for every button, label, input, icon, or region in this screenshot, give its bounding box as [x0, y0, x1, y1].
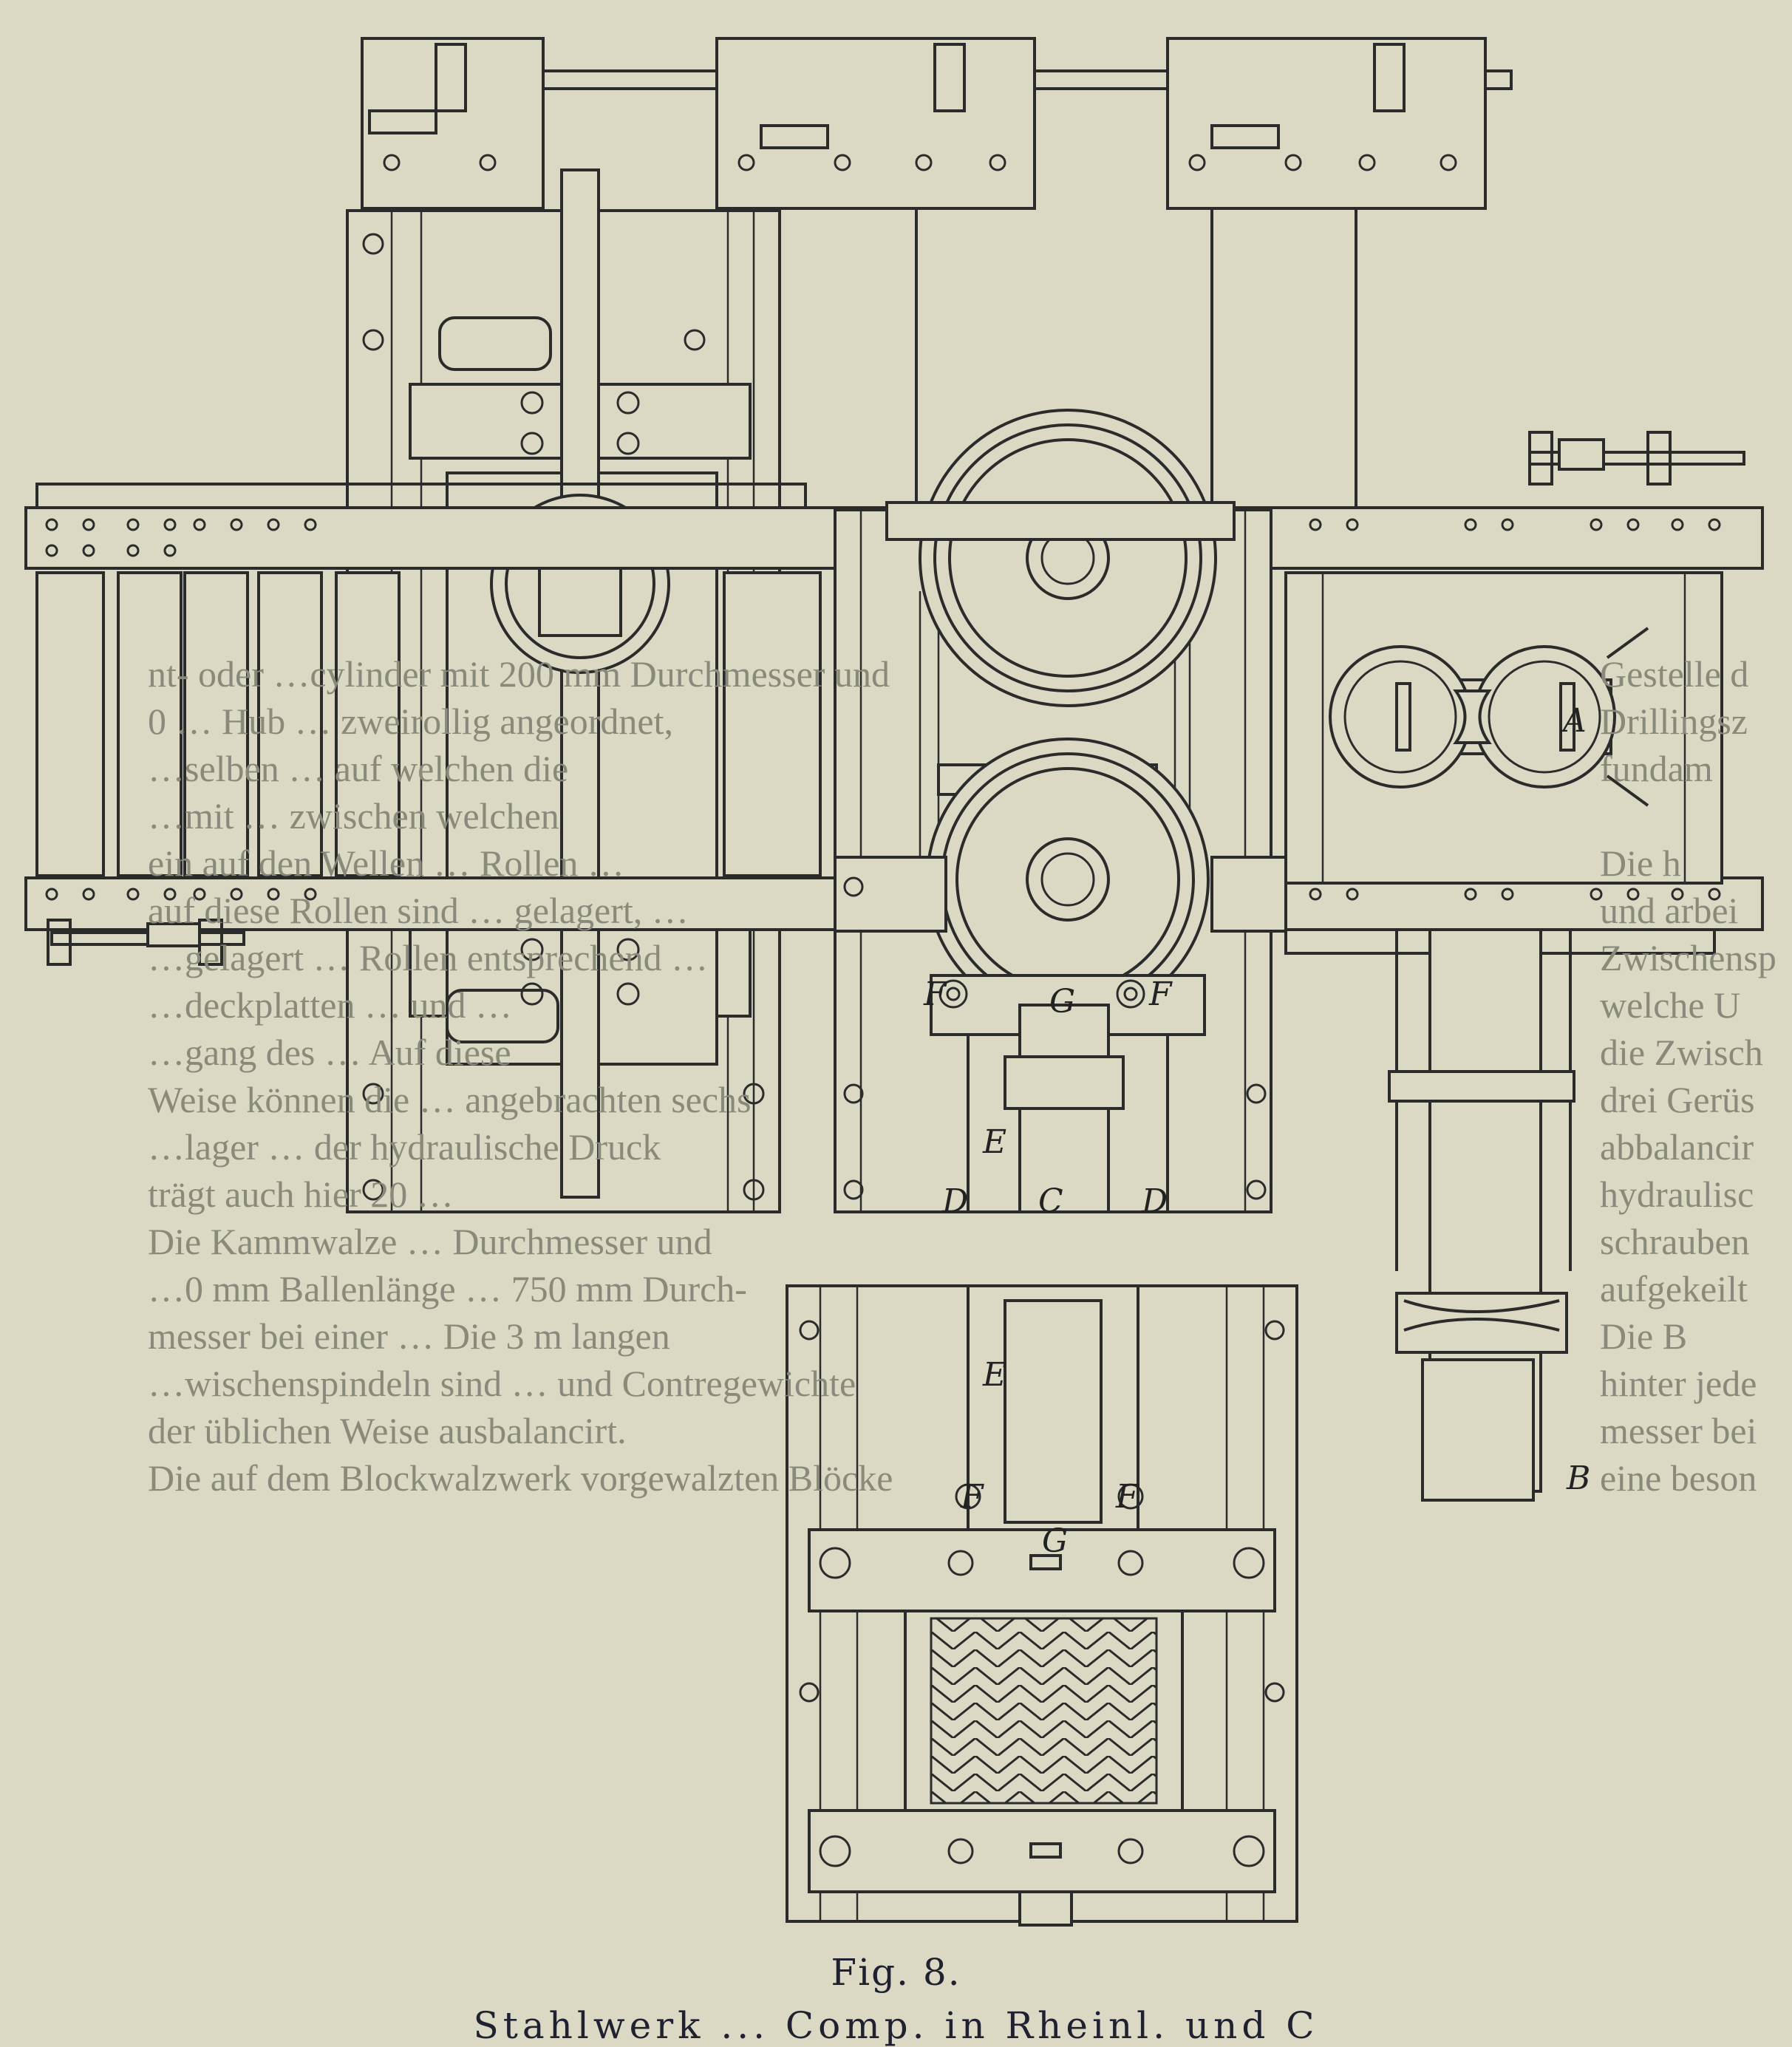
bleed-line: Gestelle d [1600, 653, 1749, 695]
label-e-upper: E [982, 1123, 1006, 1161]
bleed-line: …mit … zwischen welchen [148, 795, 559, 837]
label-a: A [1560, 702, 1587, 740]
label-f-2: F [1148, 975, 1173, 1013]
bleed-line: eine beson [1600, 1457, 1757, 1499]
bleed-through-text-right: Gestelle d Drillingsz fundam Die h und a… [1600, 650, 1788, 1502]
label-g-upper: G [1049, 983, 1075, 1021]
label-b: B [1566, 1460, 1590, 1497]
bleed-through-text-middle: nt- oder …cylinder mit 200 mm Durchmesse… [148, 650, 902, 1502]
right-housing [1284, 571, 1723, 885]
bleed-line: hydraulisc [1600, 1174, 1754, 1215]
bleed-line: Drillingsz [1600, 701, 1748, 742]
bleed-line: abbalancir [1600, 1126, 1754, 1168]
bleed-line: drei Gerüs [1600, 1079, 1755, 1120]
bleed-line: Zwischensp [1600, 937, 1776, 978]
bleed-line: fundam [1600, 748, 1713, 789]
figure-title: Stahlwerk ... Comp. in Rheinl. und C [473, 2004, 1319, 2047]
label-d-right: D [1141, 1182, 1168, 1220]
bleed-line: Die Kammwalze … Durchmesser und [148, 1221, 712, 1262]
label-d-left: D [941, 1182, 968, 1220]
bleed-line: ein auf den Wellen … Rollen … [148, 842, 624, 884]
middle-housing [834, 409, 1287, 1213]
bleed-line: …wischenspindeln sind … und Contregewich… [148, 1363, 856, 1404]
label-f-4: F [1115, 1478, 1139, 1516]
label-c: C [1038, 1182, 1063, 1220]
bleed-line: und arbei [1600, 890, 1739, 931]
label-e-lower: E [982, 1356, 1006, 1394]
bleed-line: messer bei einer … Die 3 m langen [148, 1315, 670, 1357]
label-g-lower: G [1042, 1522, 1068, 1560]
hydraulic-column [1388, 928, 1575, 1502]
bleed-line: welche U [1600, 984, 1741, 1026]
bleed-line: Die auf dem Blockwalzwerk vorgewalzten B… [148, 1457, 893, 1499]
bleed-line: aufgekeilt [1600, 1268, 1748, 1309]
label-f-3: F [960, 1478, 984, 1516]
bleed-line: …gelagert … Rollen entsprechend … [148, 937, 709, 978]
bleed-line: die Zwisch [1600, 1032, 1763, 1073]
bleed-line: Die B [1600, 1315, 1688, 1357]
label-f-1: F [923, 975, 947, 1013]
bleed-line: Die h [1600, 842, 1681, 884]
left-housing [346, 168, 781, 1213]
bleed-line: …gang des … Auf diese [148, 1032, 511, 1073]
bleed-line: hinter jede [1600, 1363, 1757, 1404]
bleed-line: …lager … der hydraulische Druck [148, 1126, 661, 1168]
bleed-line: 0 … Hub … zweirollig angeordnet, [148, 701, 673, 742]
figure-number: Fig. 8. [831, 1951, 961, 1994]
part-labels: A B C D D E E F F F F G G [923, 702, 1590, 1560]
bleed-line [1600, 792, 1788, 839]
bleed-line: nt- oder …cylinder mit 200 mm Durchmesse… [148, 653, 890, 695]
bleed-line: …0 mm Ballenlänge … 750 mm Durch- [148, 1268, 747, 1309]
bleed-line: …deckplatten … und … [148, 984, 512, 1026]
bleed-line: trägt auch hier 20 … [148, 1174, 454, 1215]
bottom-housing [786, 1284, 1298, 1927]
bleed-line: der üblichen Weise ausbalancirt. [148, 1410, 627, 1451]
bleed-line: messer bei [1600, 1410, 1757, 1451]
bleed-line: auf diese Rollen sind … gelagert, … [148, 890, 689, 931]
bleed-line: …selben … auf welchen die [148, 748, 569, 789]
bleed-line: Weise können die … angebrachten sechs [148, 1079, 752, 1120]
figure-caption: Fig. 8. Stahlwerk ... Comp. in Rheinl. u… [0, 1951, 1792, 2047]
bleed-line: schrauben [1600, 1221, 1750, 1262]
